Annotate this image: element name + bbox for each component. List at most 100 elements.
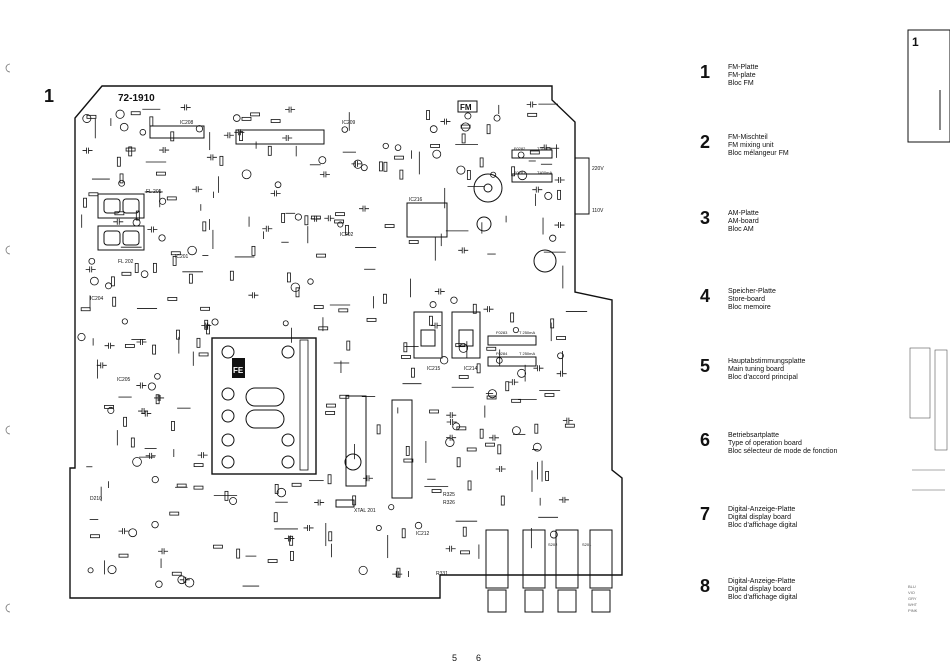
board-tag-box [457,100,478,113]
pcb-part [179,576,190,583]
label-ic208: IC208 [180,120,194,126]
pcb-part [147,226,158,233]
pcb-part [85,266,96,273]
side-label: BLU [908,584,916,589]
pcb-part [310,215,321,220]
punch-marks [5,63,11,613]
pcb-part [282,134,293,141]
pcb-part [517,368,527,378]
electrolytic-caps [344,173,557,471]
pcb-part [118,553,129,558]
label-r331: R331 [436,571,448,577]
pcb-part [318,326,329,331]
pcb-part [564,423,575,428]
pcb-part [318,156,327,165]
pcb-part [294,213,302,221]
pcb-part [284,535,295,542]
pcb-part [440,356,449,365]
pcb-part [426,110,430,120]
legend-line: Bloc AM [728,226,754,233]
legend-line: FM-plate [728,72,756,79]
pcb-part [200,306,211,311]
pcb-part [121,271,132,276]
pcb-part [532,442,542,452]
side-section-number: 1 [912,35,919,49]
pcb-part [136,338,147,345]
pcb-part [116,156,121,167]
label-ic214: IC214 [464,366,478,372]
pcb-part [529,150,540,155]
pcb-part [467,480,472,491]
pcb-part [550,318,555,329]
pcb-part [82,114,92,123]
pcb-part [461,133,466,144]
pcb-part [145,452,156,459]
pcb-part [139,129,147,136]
pcb-part [138,408,149,415]
pcb-part [187,245,197,256]
pcb-part [274,181,282,189]
pcb-part [458,343,469,353]
pcb-part [104,404,114,409]
legend-line: Bloc d'affichage digital [728,594,798,601]
pcb-part [229,270,234,281]
pcb-part [270,190,281,197]
pcb-part [431,489,442,493]
pcb-part [487,389,497,399]
pcb-part [90,534,100,539]
pcb-part [335,212,345,217]
pcb-part [262,225,273,232]
pcb-part [327,474,332,485]
pcb-part [130,111,141,116]
pcb-part [172,256,177,266]
label-fl202: FL 202 [118,259,134,265]
pcb-part [479,428,484,439]
pcb-part [291,482,302,487]
pcb-part [429,301,437,309]
pcb-part [152,262,157,273]
pcb-part [446,418,457,425]
pcb-part [540,144,551,151]
pcb-part [285,106,296,113]
pcb-part [497,444,502,455]
legend-number: 6 [700,430,711,450]
pcb-part [431,322,442,329]
pcb-part [527,112,538,117]
pcb-part [558,496,569,503]
pcb-part [388,504,395,511]
pcb-part [339,394,350,399]
pcb-part [195,125,204,133]
filter-fl202 [97,225,145,251]
pcb-part [104,342,115,349]
pcb-part [446,434,457,441]
pcb-part [213,544,223,549]
legend-line: Digital-Anzeige-Platte [728,506,796,513]
pcb-part [83,197,87,208]
pcb-part [440,118,451,125]
pcb-part [274,483,279,494]
pcb-part [325,411,336,415]
pcb-part [135,210,140,221]
label-ic215: IC215 [427,366,441,372]
side-label: GRY [908,596,917,601]
label-220v: 220V [592,166,604,172]
pcb-part [351,160,362,167]
pcb-part [434,288,445,295]
pcb-part [234,129,245,136]
pcb-part [290,551,294,561]
label-ic212: IC212 [416,531,430,537]
pcb-part [166,196,177,201]
pcb-part [360,164,368,172]
pcb-part [375,525,382,531]
legend-line: Digital display board [728,586,792,593]
pcb-part [295,287,300,298]
pcb-part [366,317,377,322]
pcb-part [304,215,309,226]
label-r326: R326 [443,500,455,506]
